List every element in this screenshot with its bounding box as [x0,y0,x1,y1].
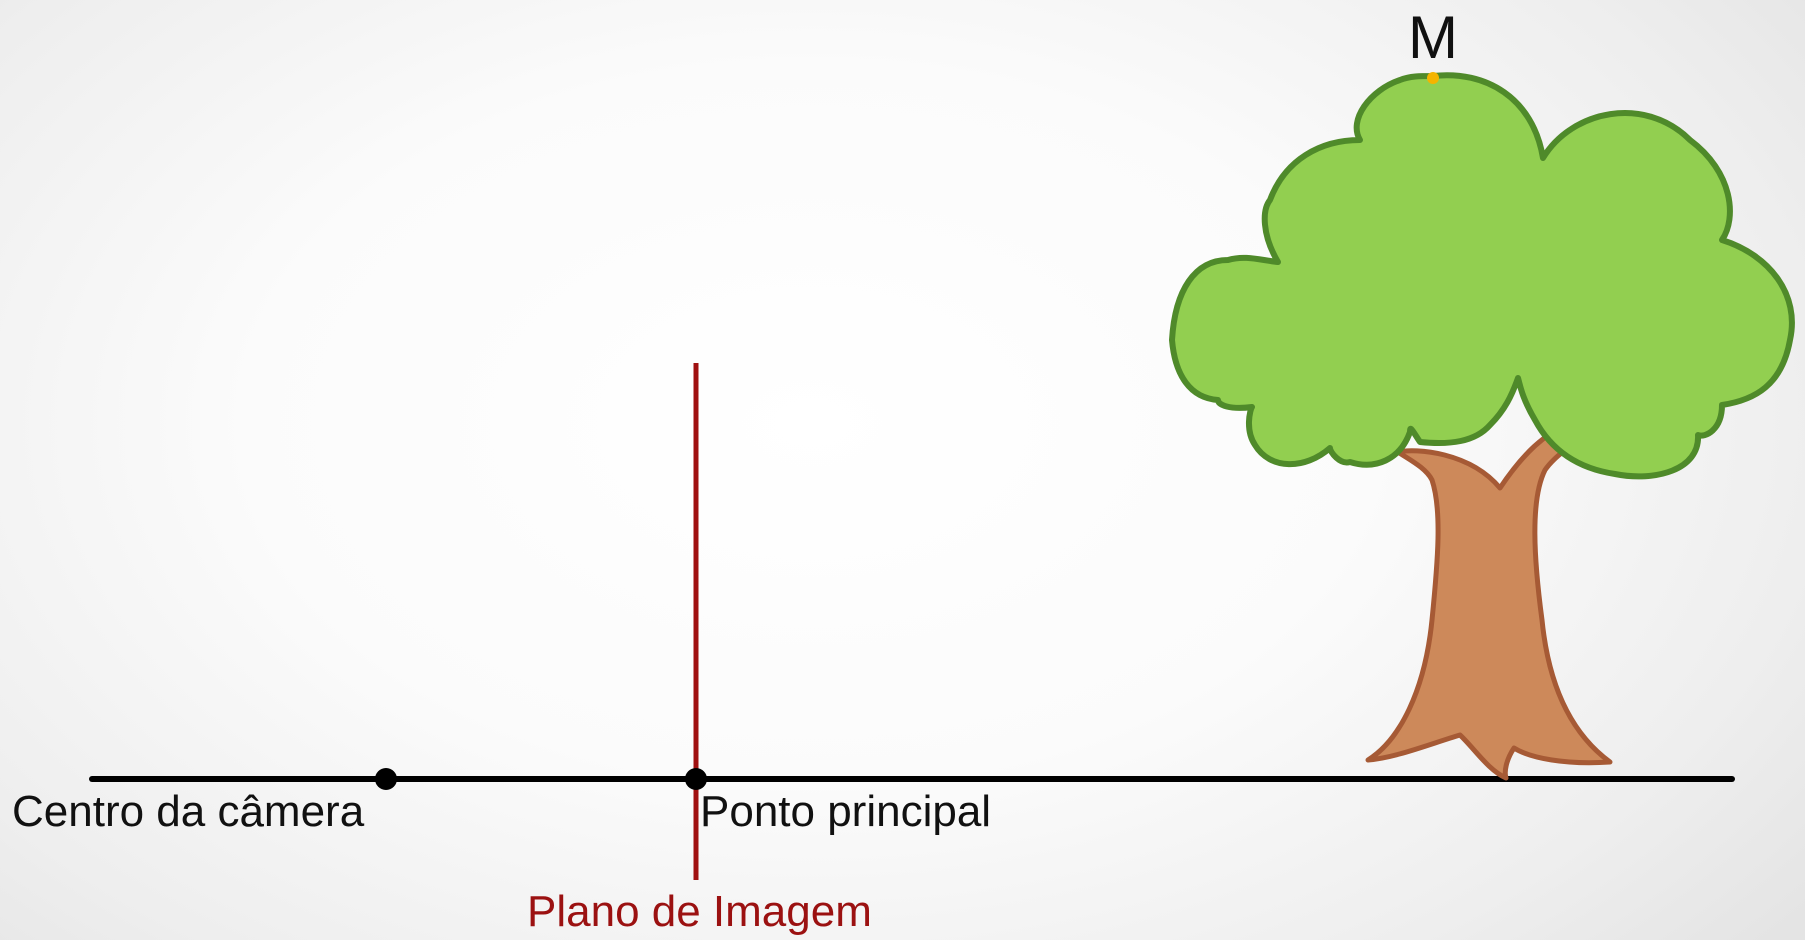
camera-center-point [375,768,397,790]
tree-trunk [1365,419,1613,781]
tree-icon [1169,72,1795,781]
principal-point-dot [685,768,707,790]
point-m-label: M [1408,4,1458,71]
image-plane-label: Plano de Imagem [527,887,872,936]
point-m-marker [1427,72,1439,84]
camera-center-label: Centro da câmera [12,787,365,836]
tree-foliage [1169,72,1795,480]
principal-point-label: Ponto principal [700,787,992,836]
